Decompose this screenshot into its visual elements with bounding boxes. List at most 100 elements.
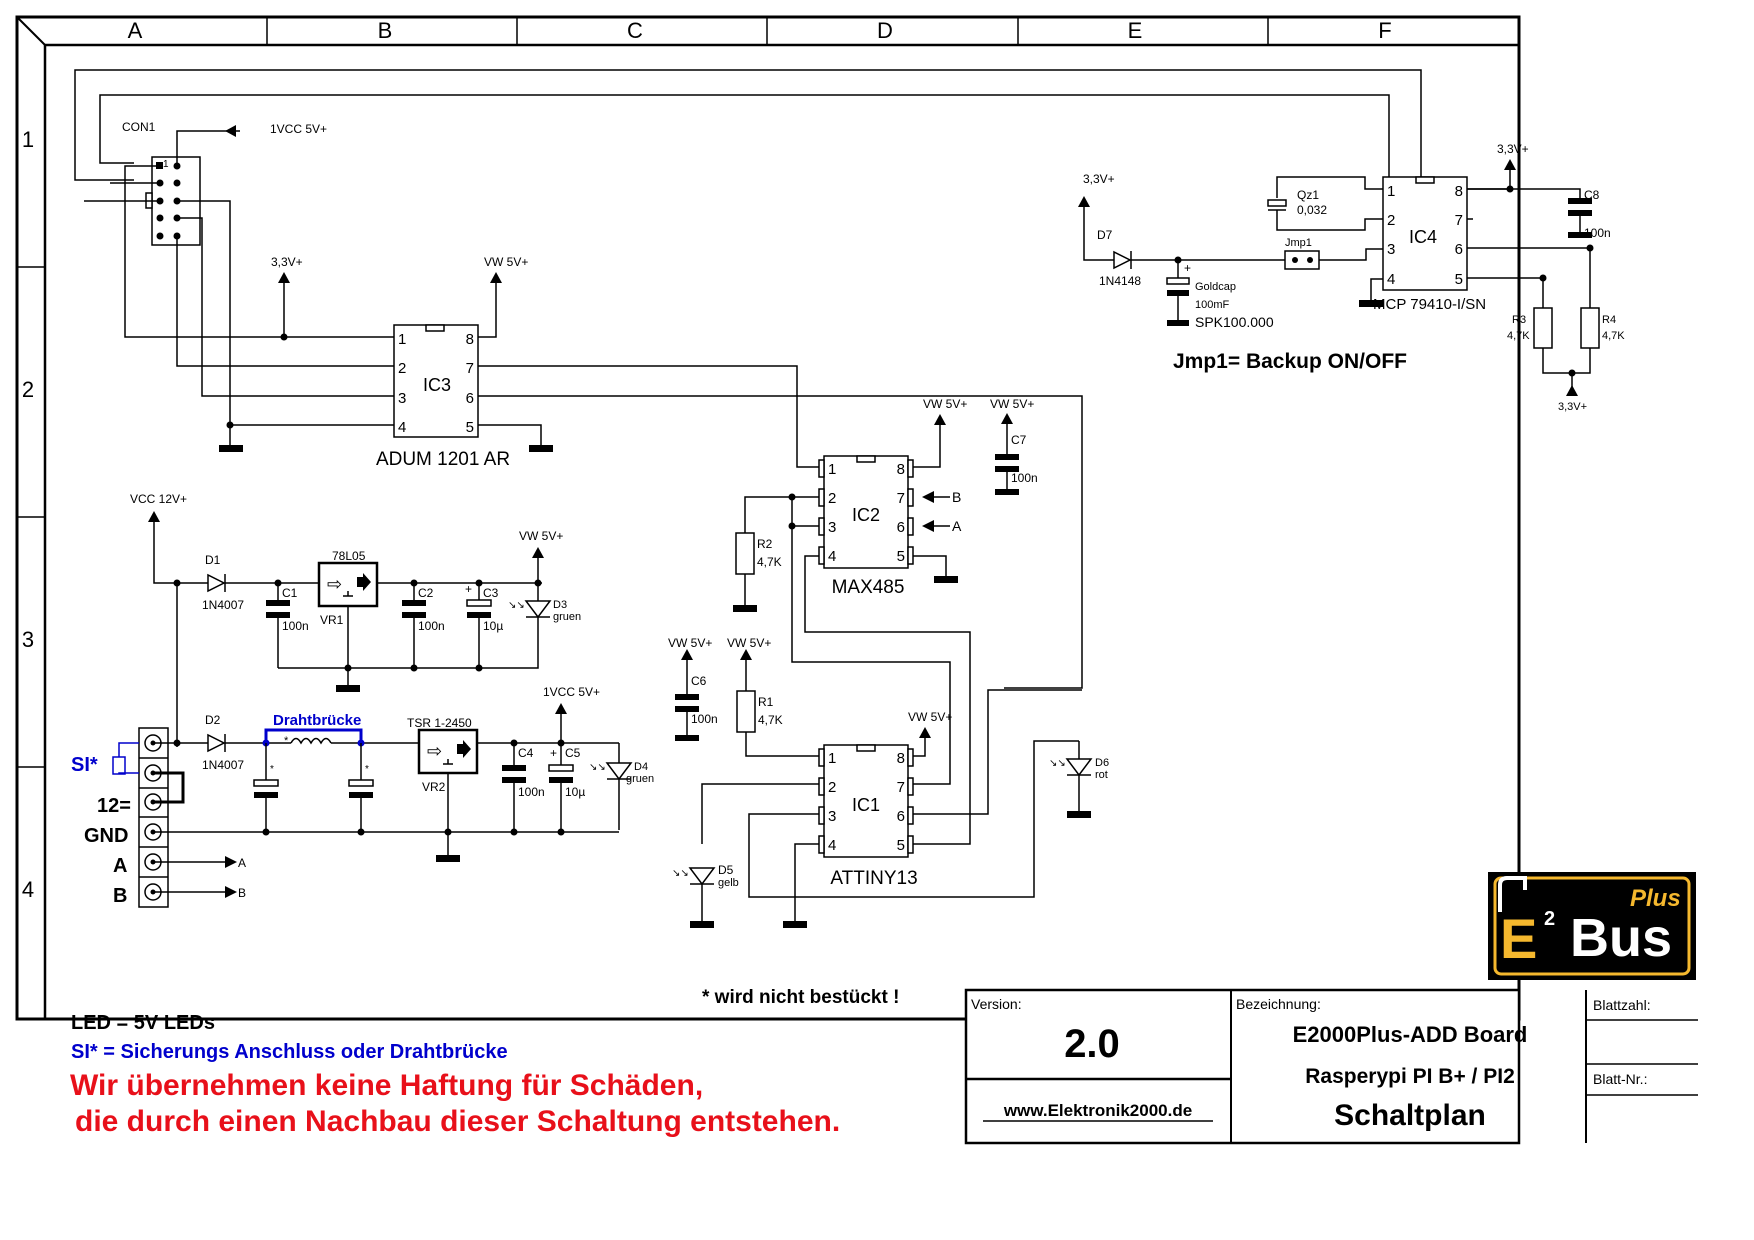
ic2-input-a: A <box>952 518 962 534</box>
ic2-pin: 6 <box>897 519 905 536</box>
ic4-pin: 1 <box>1387 183 1395 200</box>
d6-value: rot <box>1095 769 1108 781</box>
net-label-vw5v: VW 5V+ <box>727 636 771 650</box>
si-note: SI* = Sicherungs Anschluss oder Drahtbrü… <box>71 1041 508 1063</box>
ic4-pin: 5 <box>1455 271 1463 288</box>
logo-plus: Plus <box>1630 885 1681 912</box>
light-emission-icon: ↘↘ <box>672 868 689 879</box>
c6-capacitor: VW 5V+ C6 100n <box>668 636 718 741</box>
goldcap-value: 100mF <box>1195 299 1230 311</box>
d5-led: ↘↘ D5 gelb <box>672 863 739 928</box>
c3-ref: C3 <box>483 586 499 600</box>
r2-resistor: R2 4,7K <box>733 532 782 612</box>
ic2-pin: 1 <box>828 461 836 478</box>
c4-ref: C4 <box>518 746 534 760</box>
ic1-pin: 4 <box>828 837 836 854</box>
vr1-section: VCC 12V+ D1 1N4007 C1 100n ⇨ 78L05 VR1 <box>130 492 581 747</box>
terminal-label-gnd: GND <box>84 825 128 847</box>
ic2-input-b: B <box>952 489 961 505</box>
logo-superscript: 2 <box>1544 908 1555 930</box>
grid-col-label: C <box>627 18 643 43</box>
disclaimer-line-1: Wir übernehmen keine Haftung für Schäden… <box>70 1069 703 1102</box>
website-link[interactable]: www.Elektronik2000.de <box>1003 1101 1192 1120</box>
d1-value: 1N4007 <box>202 598 244 612</box>
logo-bus: Bus <box>1570 908 1672 968</box>
c4-value: 100n <box>518 785 545 799</box>
grid-col-label: F <box>1378 18 1391 43</box>
designation-line-3: Schaltplan <box>1334 1099 1486 1132</box>
ic2-pin: 7 <box>897 490 905 507</box>
grid-row-label: 2 <box>22 377 34 402</box>
grid-row-label: 1 <box>22 127 34 152</box>
not-populated-mark: * <box>365 764 369 775</box>
ic4-pin: 7 <box>1455 212 1463 229</box>
ic4-pin: 2 <box>1387 212 1395 229</box>
ic3-pin: 6 <box>466 390 474 407</box>
grid-col-label: E <box>1128 18 1143 43</box>
ic4-pin: 3 <box>1387 241 1395 258</box>
grid-col-label: B <box>378 18 393 43</box>
ic3-pin: 1 <box>398 331 406 348</box>
r4-ref: R4 <box>1602 314 1616 326</box>
ic1-pin: 8 <box>897 750 905 767</box>
con1-pin1-marker: 1 <box>163 159 169 170</box>
c7-capacitor: VW 5V+ C7 100n <box>990 397 1038 495</box>
ic1-pin: 5 <box>897 837 905 854</box>
designation-line-2: Rasperypi PI B+ / PI2 <box>1305 1065 1515 1088</box>
ic4-pin: 6 <box>1455 241 1463 258</box>
regulator-in-icon: ⇨ <box>427 741 442 761</box>
vr1-value: 78L05 <box>332 549 366 563</box>
rtc-section: 3,3V+ D7 1N4148 + Goldcap 100mF SPK100.0… <box>1078 142 1625 413</box>
ic3-adum1201: 1 2 3 4 8 7 6 5 IC3 ADUM 1201 AR <box>376 324 510 470</box>
d3-value: gruen <box>553 611 581 623</box>
led-note: LED = 5V LEDs <box>71 1012 215 1034</box>
light-emission-icon: ↘↘ <box>508 600 525 611</box>
vr2-ref: VR2 <box>422 780 446 794</box>
jmp1-ref: Jmp1 <box>1285 237 1312 249</box>
ic2-pin: 3 <box>828 519 836 536</box>
net-label-3v3: 3,3V+ <box>1497 142 1529 156</box>
goldcap-polarity: + <box>1184 261 1191 275</box>
designation-label: Bezeichnung: <box>1236 996 1321 1012</box>
not-populated-note: * wird nicht bestückt ! <box>702 987 899 1008</box>
net-label-vw5v: VW 5V+ <box>484 255 528 269</box>
vr2-section: D2 1N4007 * Drahtbrücke * * ⇨ TSR 1-2450… <box>153 685 654 862</box>
ic2-pin: 5 <box>897 548 905 565</box>
ic2-part: MAX485 <box>832 577 905 598</box>
c5-polarity: + <box>550 746 557 760</box>
r1-resistor: VW 5V+ R1 4,7K <box>727 636 819 757</box>
ic2-pin: 8 <box>897 461 905 478</box>
d4-value: gruen <box>626 773 654 785</box>
designation-line-1: E2000Plus-ADD Board <box>1293 1022 1528 1047</box>
net-label-vw5v: VW 5V+ <box>519 529 563 543</box>
ic3-pin: 5 <box>466 419 474 436</box>
out-b: B <box>238 886 246 900</box>
terminal-block: SI* 12= GND A B A B <box>71 727 246 908</box>
grid-col-label: A <box>128 18 143 43</box>
c1-value: 100n <box>282 619 309 633</box>
r3-value: 4,7K <box>1507 330 1530 342</box>
ic3-part: ADUM 1201 AR <box>376 449 510 470</box>
ic1-part: ATTINY13 <box>830 868 917 889</box>
drawing-frame <box>15 15 1521 1021</box>
ic4-part: MCP 79410-I/SN <box>1373 296 1486 313</box>
c6-ref: C6 <box>691 674 707 688</box>
ic4-ref: IC4 <box>1409 227 1437 247</box>
r1-value: 4,7K <box>758 713 783 727</box>
not-populated-mark: * <box>284 735 289 747</box>
regulator-in-icon: ⇨ <box>327 574 342 594</box>
c2-ref: C2 <box>418 586 434 600</box>
d6-led: ↘↘ D6 rot <box>1049 741 1109 818</box>
d4-ref: D4 <box>634 761 648 773</box>
ic1-pin: 7 <box>897 779 905 796</box>
ic4-pin: 4 <box>1387 271 1395 288</box>
grid-row-label: 4 <box>22 877 34 902</box>
r4-value: 4,7K <box>1602 330 1625 342</box>
ic1-wires: VW 5V+ <box>701 689 1082 928</box>
d2-ref: D2 <box>205 713 221 727</box>
grid-col-label: D <box>877 18 893 43</box>
ic4-pin: 8 <box>1455 183 1463 200</box>
c2-value: 100n <box>418 619 445 633</box>
d7-ref: D7 <box>1097 228 1113 242</box>
net-label-vw5v: VW 5V+ <box>990 397 1034 411</box>
